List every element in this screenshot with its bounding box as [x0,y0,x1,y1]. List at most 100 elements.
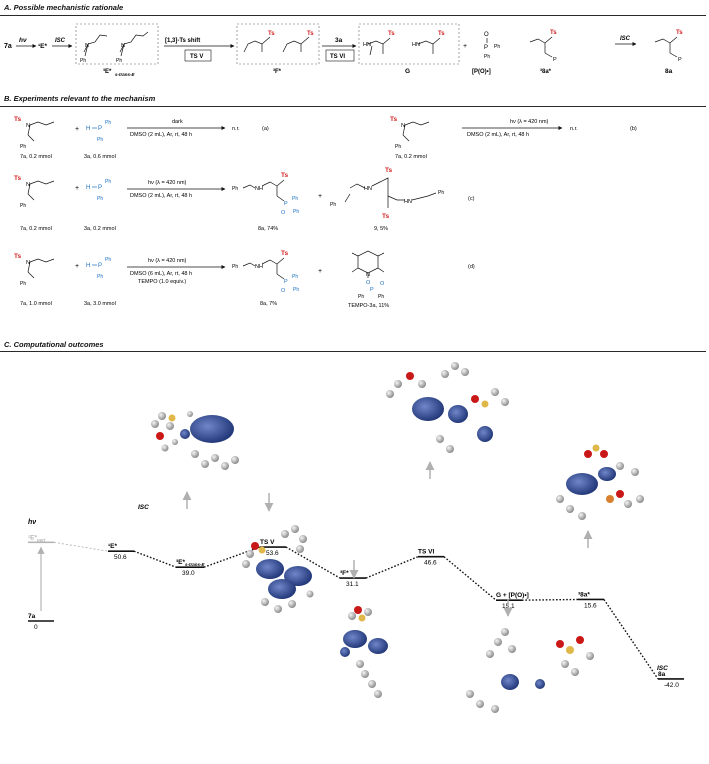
atom-ts: Ts [438,31,445,37]
row-c-cond-top: hν (λ = 420 nm) [148,180,187,186]
atom-plus: + [75,126,79,133]
row-a-cond-mid: DMSO (2 mL), Ar, rt, 48 h [130,132,192,138]
level-label-1e_vert: ¹E*vert [28,534,46,542]
row-a-label: (a) [262,126,269,132]
atom-ts: Ts [550,30,557,36]
structure-g-b [417,37,441,54]
section-a-rule [0,15,706,16]
atom-ts: Ts [14,116,21,123]
row-a-sm: 7a, 0.2 mmol [20,154,52,160]
atom-ts: Ts [676,30,683,36]
atom-ph: Ph [293,287,299,293]
scheme-isc1: ISC [55,38,66,44]
atom-o: O [380,281,385,287]
atom-p: P [98,126,102,132]
atom-hn: HN [404,199,412,205]
atom-p: P [284,279,288,285]
scheme-shift: [1,3]-Ts shift [165,38,200,44]
level-label-3f: ³F* [340,570,349,577]
ts5-box [184,49,212,62]
scheme-product-8a: 8a [665,68,673,75]
atom-p: P [98,185,102,191]
structure-8a [654,36,678,58]
atom-hn: HN [363,42,371,48]
row-d-sm: 7a, 1.0 mmol [20,301,52,307]
spin-density-3f [340,606,388,698]
atom-ph: Ph [20,203,26,209]
atom-ph: Ph [358,294,364,300]
section-c-title: C. Computational outcomes [4,340,104,349]
connector-3f-ts6 [365,556,419,579]
row-d-cond-bot: TEMPO (1.0 equiv.) [138,279,186,285]
structure-3e-b [119,31,149,57]
row-c-cond-mid: DMSO (2 mL), Ar, rt, 48 h [130,193,192,199]
spin-density-g [466,628,594,713]
structure-3e-a [83,34,108,57]
atom-ts: Ts [14,253,21,260]
level-label-1e: ¹E* [108,543,118,550]
level-energy-38a: 15.6 [584,602,597,609]
box-3e [75,23,159,65]
level-energy-ts5: 53.6 [266,550,279,557]
level-energy-8a: -42.0 [664,682,679,689]
scheme-3a: 3a [335,37,343,44]
atom-ph: Ph [97,137,103,143]
level-energy-1e: 50.6 [114,554,127,561]
atom-hn: HN [412,42,420,48]
row-b-label: (b) [630,126,637,132]
row-c-product1: 8a, 74% [258,226,278,232]
level-energy-7a: 0 [34,624,38,631]
atom-n: N [26,123,30,129]
connector-ts5-3f [285,546,341,579]
scheme-ts6: TS VI [330,54,345,60]
diagram-isc-right: ISC [657,665,668,672]
level-energy-3f: 31.1 [346,581,359,588]
atom-ph: Ph [105,120,111,126]
box-3f [236,23,320,65]
atom-p: P [678,57,682,63]
atom-n: N [401,123,405,129]
scheme-hv: hν [19,37,27,44]
row-d-product1: 8a, 7% [260,301,277,307]
atom-p: P [284,201,288,207]
connector-1e-3e [133,550,177,568]
atom-plus: + [318,193,322,200]
atom-ph: Ph [438,190,444,196]
atom-ph: Ph [105,257,111,263]
atom-ts: Ts [307,31,314,37]
atom-h: H [86,263,90,269]
atom-n: N [26,182,30,188]
atom-plus: + [75,185,79,192]
atom-ph: Ph [293,209,299,215]
atom-ph: Ph [484,54,490,60]
atom-ph: Ph [494,44,500,50]
row-a: Ts N Ph 7a, 0.2 mmol + H P Ph Ph 3a, 0.6… [14,116,269,160]
atom-h: H [86,185,90,191]
atom-n: N [85,43,89,49]
atom-n: N [366,272,370,278]
level-label-38a: ³8a* [578,591,590,598]
level-label-ts5: TS V [260,539,275,546]
row-d: Ts N Ph 7a, 1.0 mmol + H P Ph Ph 3a, 3.0… [14,250,475,309]
atom-ph: Ph [292,196,298,202]
scheme-3f-label: ³F* [273,68,282,75]
ts6-box [325,49,355,62]
atom-hn: HN [364,186,372,192]
row-c-label: (c) [468,196,475,202]
atom-ts: Ts [382,213,389,220]
row-d-label: (d) [468,264,475,270]
section-c-rule [0,351,706,352]
level-label-3e: ³E*s-trans-E [176,559,206,567]
row-d-reagent: 3a, 3.0 mmol [84,301,116,307]
level-energy-3e: 39.0 [182,570,195,577]
atom-ts: Ts [390,116,397,123]
level-label-g: G + [P(O)•] [496,592,529,599]
row-b-sm: 7a, 0.2 mmol [395,154,427,160]
atom-p: P [553,57,557,63]
atom-ph: Ph [232,186,238,192]
atom-n: N [121,43,125,49]
atom-nh: NH [255,186,263,192]
row-a-reagent: 3a, 0.6 mmol [84,154,116,160]
